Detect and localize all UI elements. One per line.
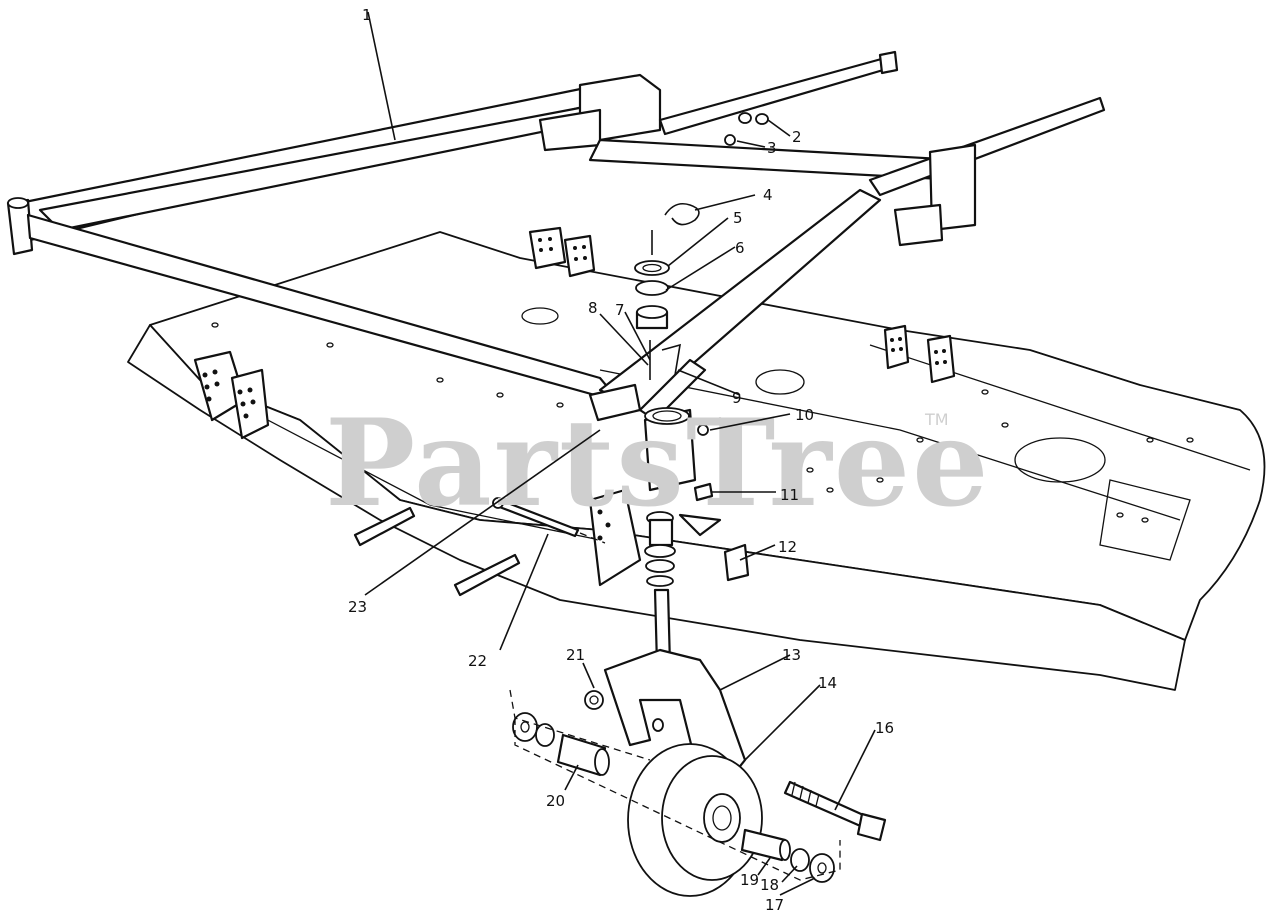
caster-wheel-assembly xyxy=(509,648,887,897)
callout-18: 18 xyxy=(760,876,779,894)
callout-6: 6 xyxy=(735,239,745,257)
callout-11: 11 xyxy=(780,486,799,504)
callout-17: 17 xyxy=(765,896,784,914)
callout-9: 9 xyxy=(732,389,742,407)
callout-14: 14 xyxy=(818,674,837,692)
callout-4: 4 xyxy=(763,186,773,204)
callout-16: 16 xyxy=(875,719,894,737)
leader-lines xyxy=(364,11,876,896)
callout-8: 8 xyxy=(588,299,598,317)
callout-19: 19 xyxy=(740,871,759,889)
callout-3: 3 xyxy=(767,139,777,157)
hardware-parts xyxy=(492,112,769,710)
callout-1: 1 xyxy=(362,6,372,24)
callout-5: 5 xyxy=(733,209,743,227)
callout-2: 2 xyxy=(792,128,802,146)
callout-23: 23 xyxy=(348,598,367,616)
hitch-frame xyxy=(6,50,1106,492)
callout-20: 20 xyxy=(546,792,565,810)
callout-7: 7 xyxy=(615,301,625,319)
callout-22: 22 xyxy=(468,652,487,670)
callout-13: 13 xyxy=(782,646,801,664)
callout-12: 12 xyxy=(778,538,797,556)
callout-labels: 1 2 3 4 5 6 7 8 9 10 11 12 13 14 16 17 1… xyxy=(348,6,894,914)
watermark: PartsTree xyxy=(325,393,990,534)
callout-21: 21 xyxy=(566,646,585,664)
callout-10: 10 xyxy=(795,406,814,424)
trademark-symbol: TM xyxy=(924,410,949,429)
